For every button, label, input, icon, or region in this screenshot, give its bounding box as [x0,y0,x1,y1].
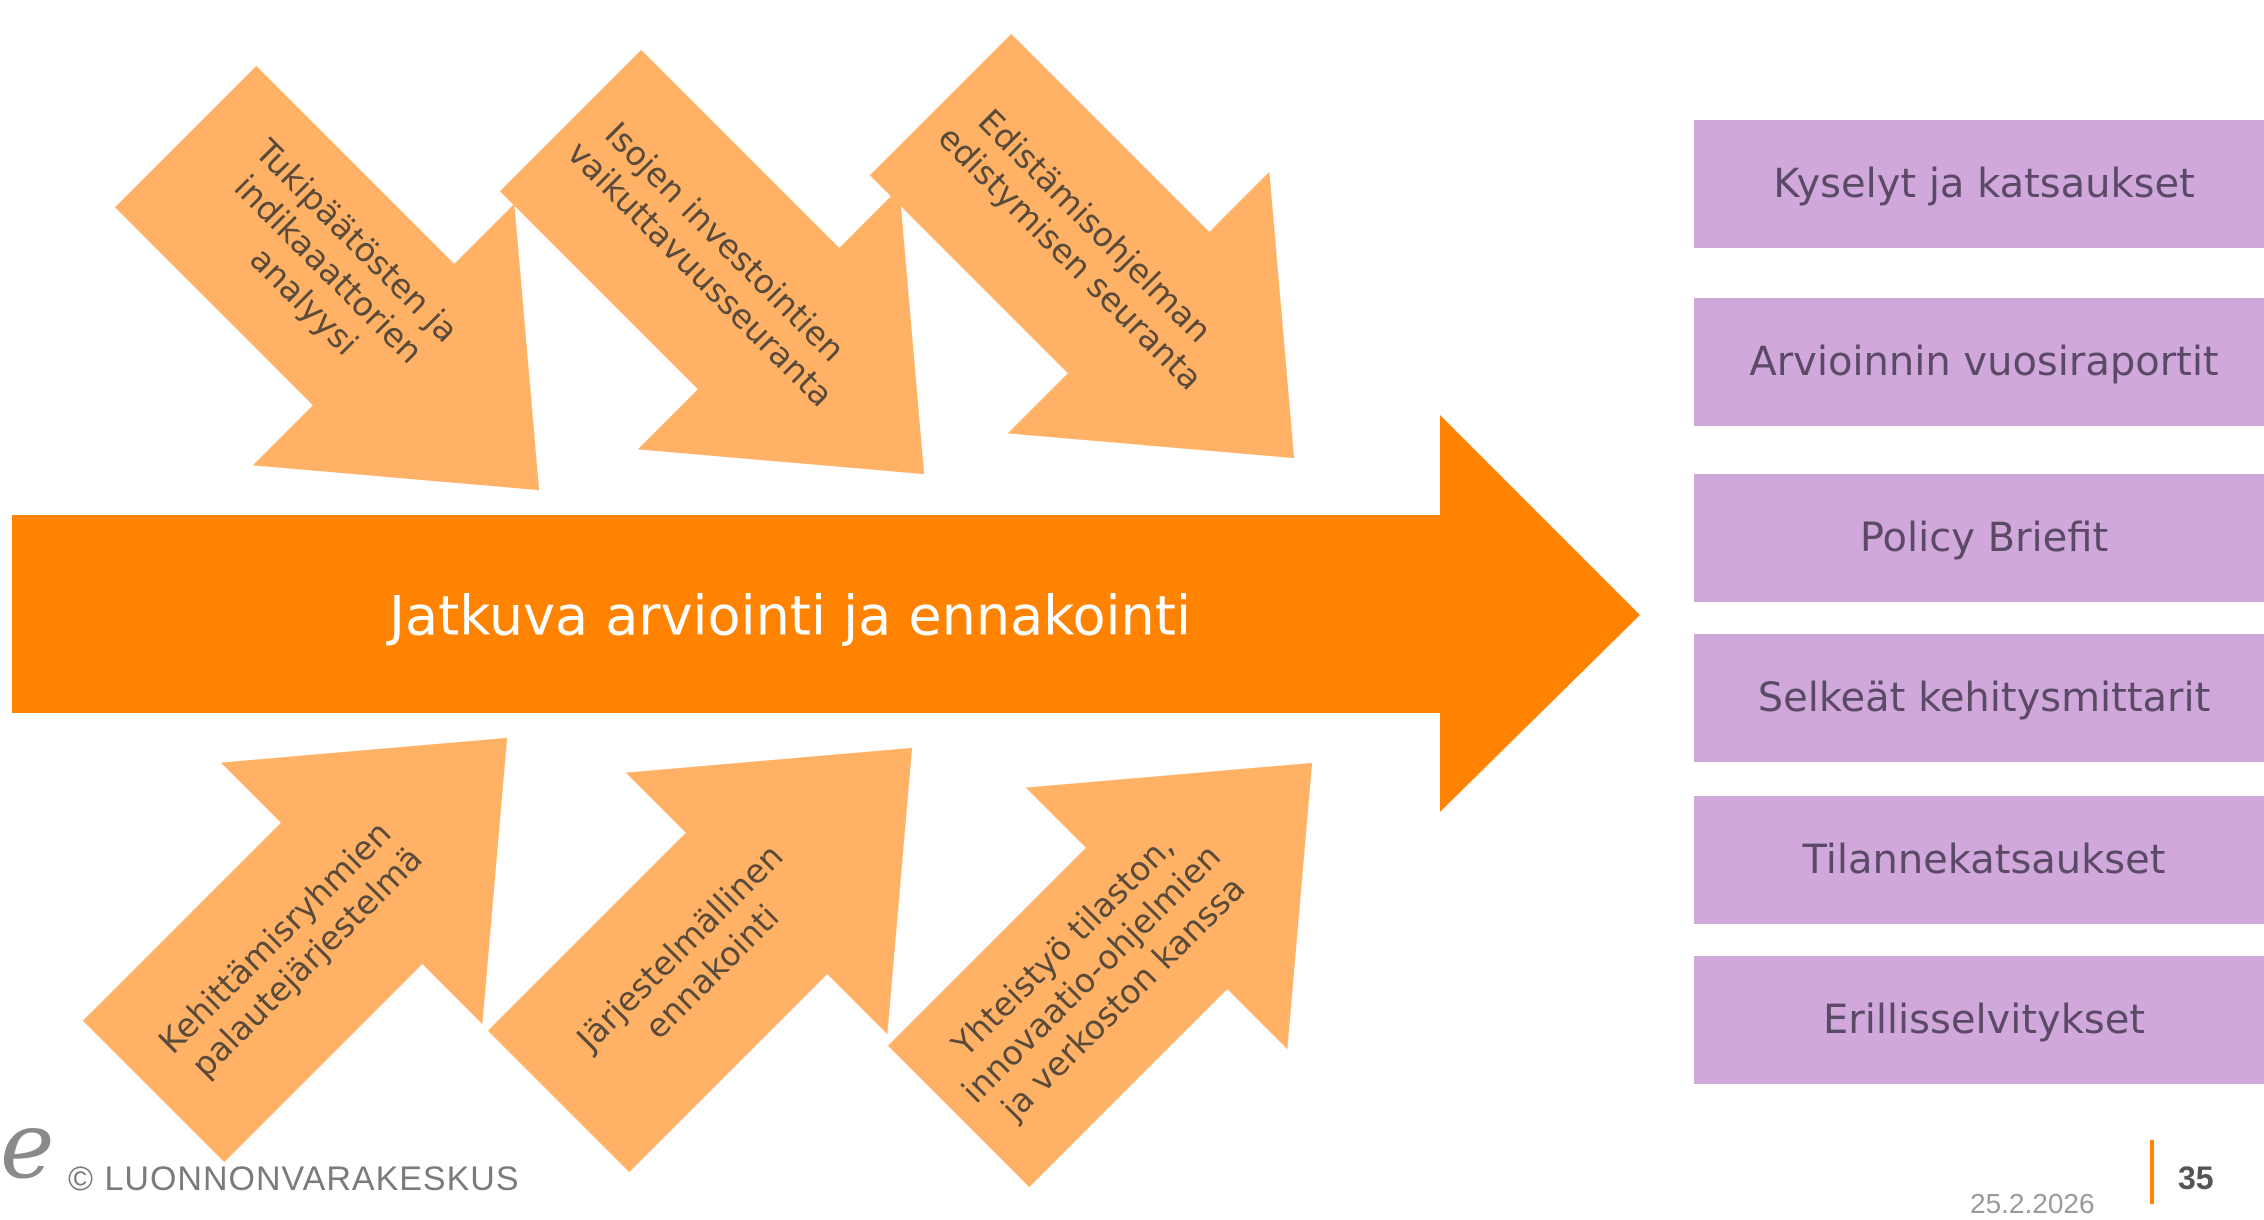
input-arrow-shape [487,747,913,1173]
output-box-indicators: Selkeät kehitysmittarit [1694,634,2264,762]
output-label: Tilannekatsaukset [1802,837,2166,883]
page-number: 35 [2178,1160,2214,1196]
output-label: Arvioinnin vuosiraportit [1749,339,2219,385]
output-label: Kyselyt ja katsaukset [1773,161,2195,207]
input-arrow-shape [499,49,925,475]
output-box-annual-reports: Arvioinnin vuosiraportit [1694,298,2264,426]
output-label: Policy Briefit [1859,515,2109,561]
main-arrow-shape [12,415,1640,812]
input-arrow-bottom-3: Yhteistyö tilaston, innovaatio-ohjelmien… [887,762,1313,1188]
output-label: Selkeät kehitysmittarit [1757,675,2211,721]
input-arrow-shape [82,737,508,1163]
input-arrow-shape [114,65,540,491]
main-arrow: Jatkuva arviointi ja ennakointi [12,415,1640,812]
page-number-divider [2150,1140,2154,1204]
input-arrow-shape [869,33,1295,459]
output-box-status-reviews: Tilannekatsaukset [1694,796,2264,924]
output-box-surveys: Kyselyt ja katsaukset [1694,120,2264,248]
footer-copyright: © LUONNONVARAKESKUS [68,1160,520,1198]
input-arrow-bottom-1: Kehittämisryhmien palautejärjestelmä [82,737,508,1163]
main-arrow-label: Jatkuva arviointi ja ennakointi [386,585,1191,648]
input-arrow-shape [887,762,1313,1188]
output-box-policy-briefs: Policy Briefit [1694,474,2264,602]
footer-date: 25.2.2026 [1970,1188,2095,1219]
luke-logo-icon: e [0,1092,52,1199]
output-box-separate-reports: Erillisselvitykset [1694,956,2264,1084]
output-label: Erillisselvitykset [1822,997,2145,1043]
